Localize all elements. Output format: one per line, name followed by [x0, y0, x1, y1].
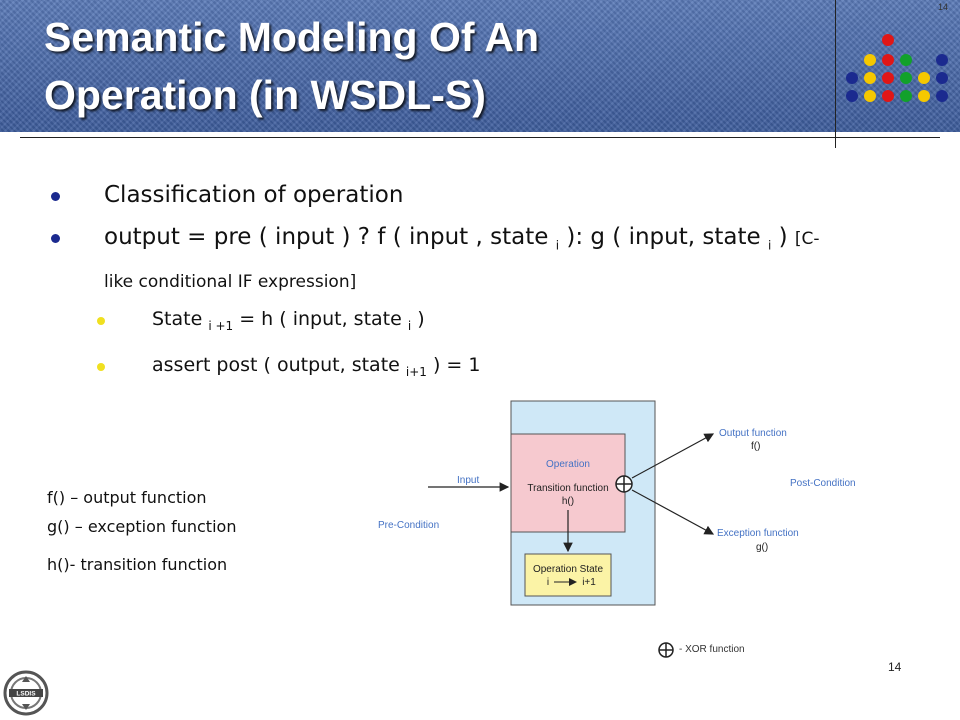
state-title: Operation State	[533, 564, 603, 575]
lsdis-logo: LSDIS	[3, 670, 49, 716]
legend-g: g() – exception function	[47, 517, 237, 536]
exception-g-label: g()	[756, 542, 768, 553]
transition-fn-label: h()	[562, 496, 574, 507]
bullet-list: Classification of operation output = pre…	[40, 178, 820, 400]
state-i: i	[547, 577, 549, 588]
state-i1: i+1	[582, 577, 596, 588]
slide-number-top: 14	[938, 2, 949, 12]
operation-diagram: Input Pre-Condition Operation Transition…	[378, 400, 856, 658]
bullet-dot	[51, 192, 60, 201]
bullet-output-expression: output = pre ( input ) ? f ( input , sta…	[40, 220, 820, 299]
pre-condition-label: Pre-Condition	[378, 520, 439, 531]
sub-bullet-assert: assert post ( output, state i+1 ) = 1	[40, 353, 820, 384]
output-arrow	[631, 433, 715, 479]
operation-label: Operation	[546, 459, 590, 470]
bullet-dot	[51, 234, 60, 243]
transition-label: Transition function	[527, 483, 608, 494]
post-condition-label: Post-Condition	[790, 478, 856, 489]
sub-bullet-dot	[97, 363, 105, 372]
vertical-divider	[835, 0, 836, 148]
legend-f: f() – output function	[47, 488, 207, 507]
output-f-label: f()	[751, 441, 760, 452]
exception-arrow	[631, 489, 715, 535]
logo-text: LSDIS	[16, 691, 36, 698]
state-box	[524, 553, 612, 597]
bullet-classification: Classification of operation	[40, 178, 820, 212]
decorative-dots-logo	[846, 34, 948, 102]
input-label: Input	[457, 475, 479, 486]
sub-bullet-state: State i +1 = h ( input, state i )	[40, 307, 820, 338]
sub-bullet-dot	[97, 316, 105, 325]
output-fn-label: Output function	[719, 428, 787, 439]
slide-number: 14	[888, 660, 902, 674]
horizontal-divider	[20, 137, 940, 138]
xor-legend-label: - XOR function	[679, 644, 745, 655]
conditional-note: [C-like conditional IF expression]	[104, 229, 820, 292]
legend-h: h()- transition function	[47, 555, 228, 574]
exception-fn-label: Exception function	[717, 528, 799, 539]
